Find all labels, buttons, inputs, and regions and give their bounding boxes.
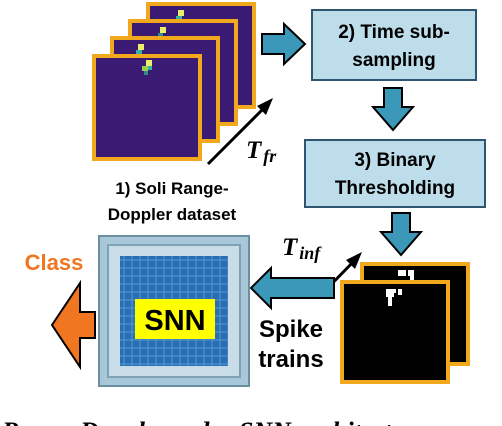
- snn-chip: SNN: [98, 235, 250, 387]
- flow-arrow-to-spike-frames: [378, 212, 424, 257]
- class-output-arrow: [50, 279, 96, 371]
- thresholding-label-line1: 3) Binary: [354, 150, 436, 171]
- flow-arrow-to-thresholding: [370, 87, 416, 132]
- spike-trains-label-line2: trains: [258, 346, 323, 373]
- flow-arrow-to-snn: [249, 265, 335, 311]
- range-doppler-frame-stack: [92, 2, 256, 161]
- time-subsampling-box: 2) Time sub- sampling: [311, 9, 477, 81]
- dataset-label-line1: 1) Soli Range-: [115, 179, 228, 198]
- spike-frame-front: [340, 280, 450, 384]
- thresholding-label-line2: Thresholding: [335, 178, 455, 199]
- class-label: Class: [25, 250, 84, 275]
- subsampling-label-line2: sampling: [352, 50, 435, 71]
- spike-trains-label-line1: Spike: [259, 316, 323, 343]
- figure-caption-fragment: Range-Doppler radar SNN architecture: [1, 417, 427, 426]
- subsampling-label-line1: 2) Time sub-: [338, 22, 450, 43]
- snn-label-box: [135, 299, 215, 339]
- dataset-label-line2: Doppler dataset: [108, 205, 237, 224]
- snn-label: SNN: [144, 305, 205, 337]
- frame-time-arrow: [206, 98, 273, 166]
- flow-arrow-to-subsampling: [261, 21, 307, 67]
- binary-spike-frame-stack: [340, 262, 470, 384]
- binary-thresholding-box: 3) Binary Thresholding: [304, 139, 486, 208]
